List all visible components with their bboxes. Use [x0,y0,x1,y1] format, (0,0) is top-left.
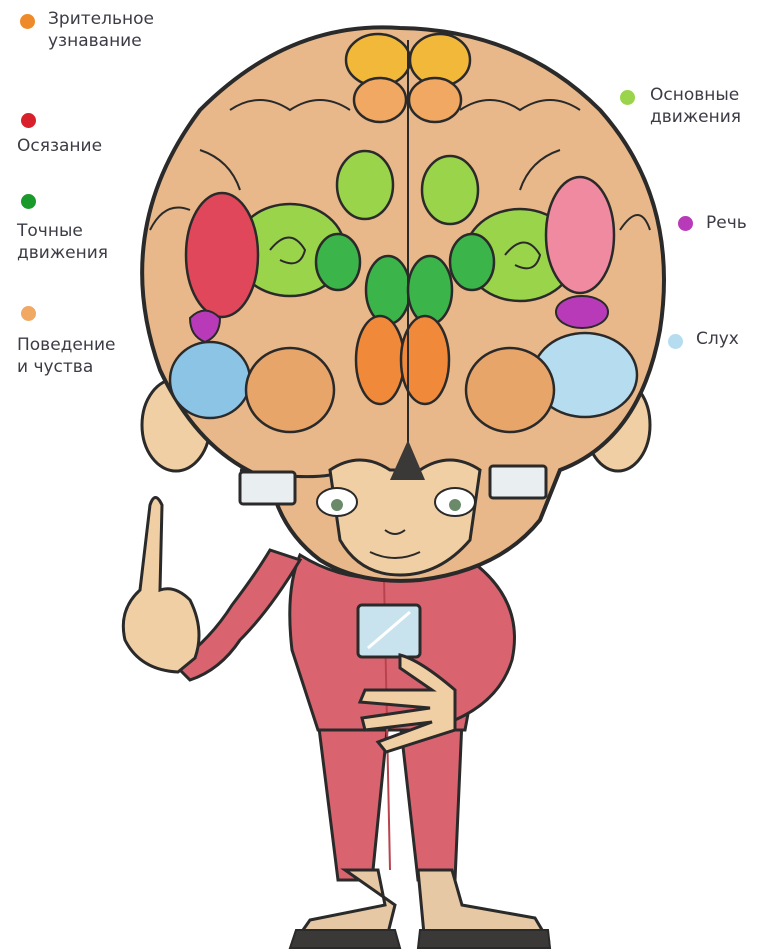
shoes [290,870,550,948]
hand-left-pointing [123,498,199,673]
arm-left [123,498,300,681]
